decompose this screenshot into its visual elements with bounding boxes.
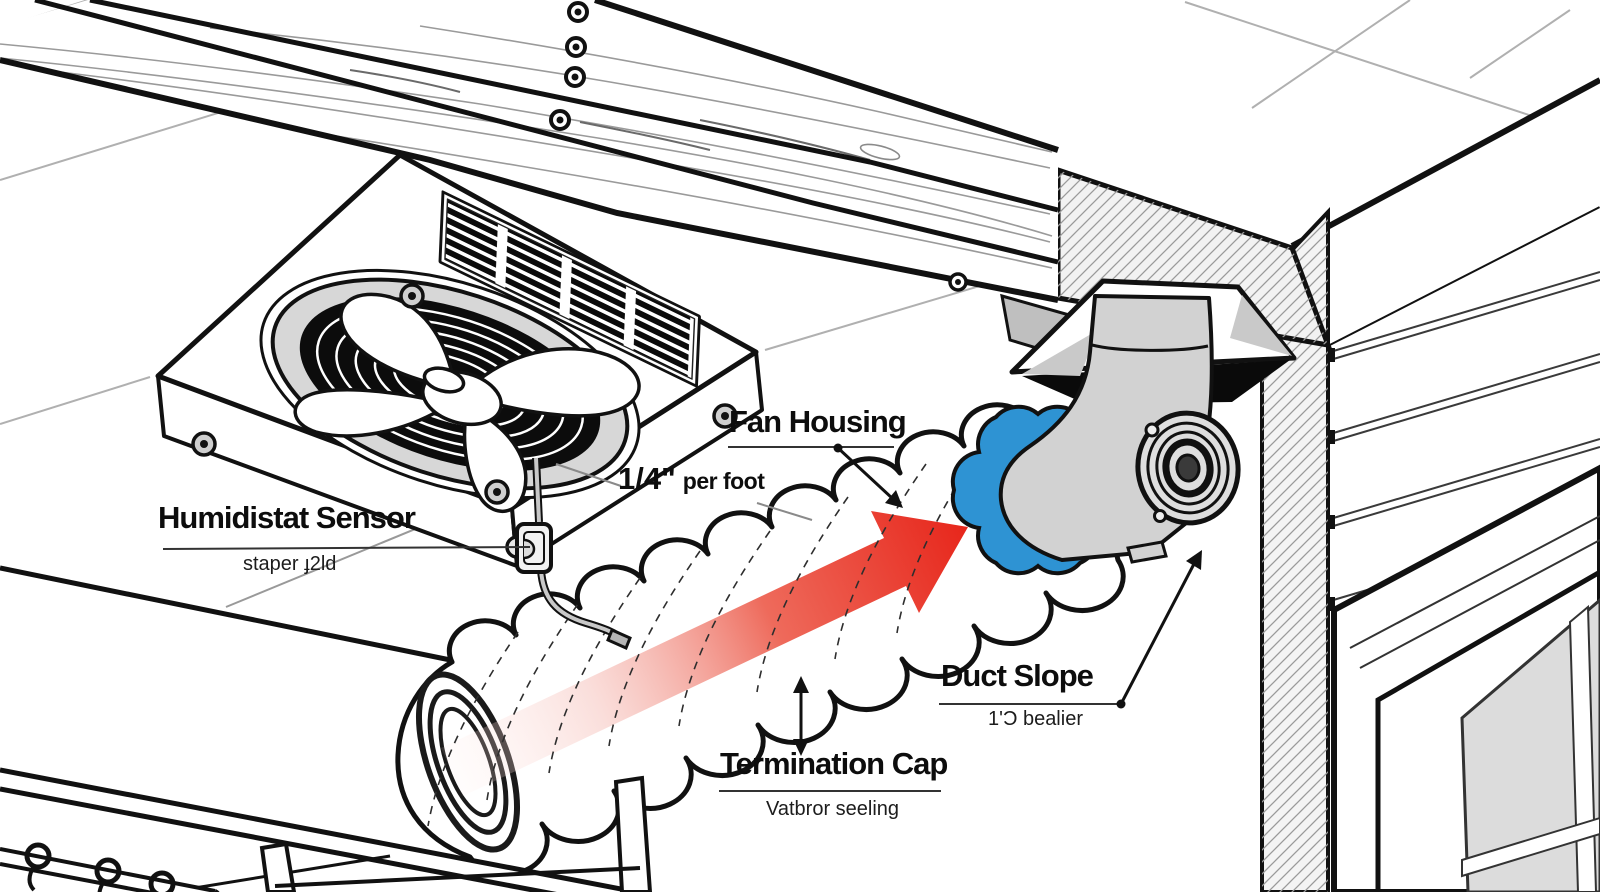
closet-shelf <box>0 767 653 892</box>
duct-slope-arrow <box>1119 561 1197 705</box>
duct-slope-label: Duct Slope <box>941 658 1094 693</box>
window-muntin-horizontal <box>1461 816 1600 878</box>
humidistat-sensor-sublabel: staper ɟ2ld <box>243 553 337 575</box>
slope-rate-label: 1/4"per foot <box>618 461 765 496</box>
fan-housing-label: Fan Housing <box>729 404 907 439</box>
cable-duct-connector <box>606 627 632 651</box>
fan-corner-screws <box>191 283 738 505</box>
window-glass <box>1460 598 1600 892</box>
right-wall <box>1290 77 1600 892</box>
fan-housing-arrow <box>836 446 895 501</box>
elbow-flange <box>1135 410 1241 526</box>
slope-leader-right <box>756 502 813 521</box>
fascia-board <box>1292 80 1600 346</box>
wood-joist-beam <box>0 0 1059 303</box>
slope-rate-value: 1/4" <box>618 461 676 496</box>
beam-screws <box>549 1 968 292</box>
duct-slope-sublabel: 1'Ɔ bealier <box>988 708 1083 730</box>
wood-grain <box>0 25 1053 269</box>
duct-elbow <box>998 294 1241 564</box>
humidistat-sensor-label: Humidistat Sensor <box>158 500 416 535</box>
callout-leaders <box>162 443 1202 792</box>
sensor-cable <box>532 457 632 651</box>
exhaust-fan-unit <box>155 152 764 568</box>
wall-corner-line <box>0 565 471 667</box>
window <box>1331 464 1600 892</box>
hanger-hooks <box>24 842 176 892</box>
fan-blades <box>293 292 641 514</box>
termination-cap-sublabel: Vatbror seeling <box>766 798 900 820</box>
shelf-post-right <box>613 775 653 892</box>
siding-ticks <box>1326 348 1335 611</box>
termination-cap-label: Termination Cap <box>720 746 948 781</box>
shelf-post <box>259 841 297 892</box>
slope-leader-left <box>555 463 622 487</box>
elbow-clamp <box>1126 540 1168 564</box>
airflow-arrow <box>441 511 968 796</box>
corner-post-hatch <box>1262 212 1328 892</box>
humidistat-leader <box>162 546 531 550</box>
slope-rate-unit: per foot <box>682 468 765 494</box>
vent-grille <box>438 190 701 388</box>
